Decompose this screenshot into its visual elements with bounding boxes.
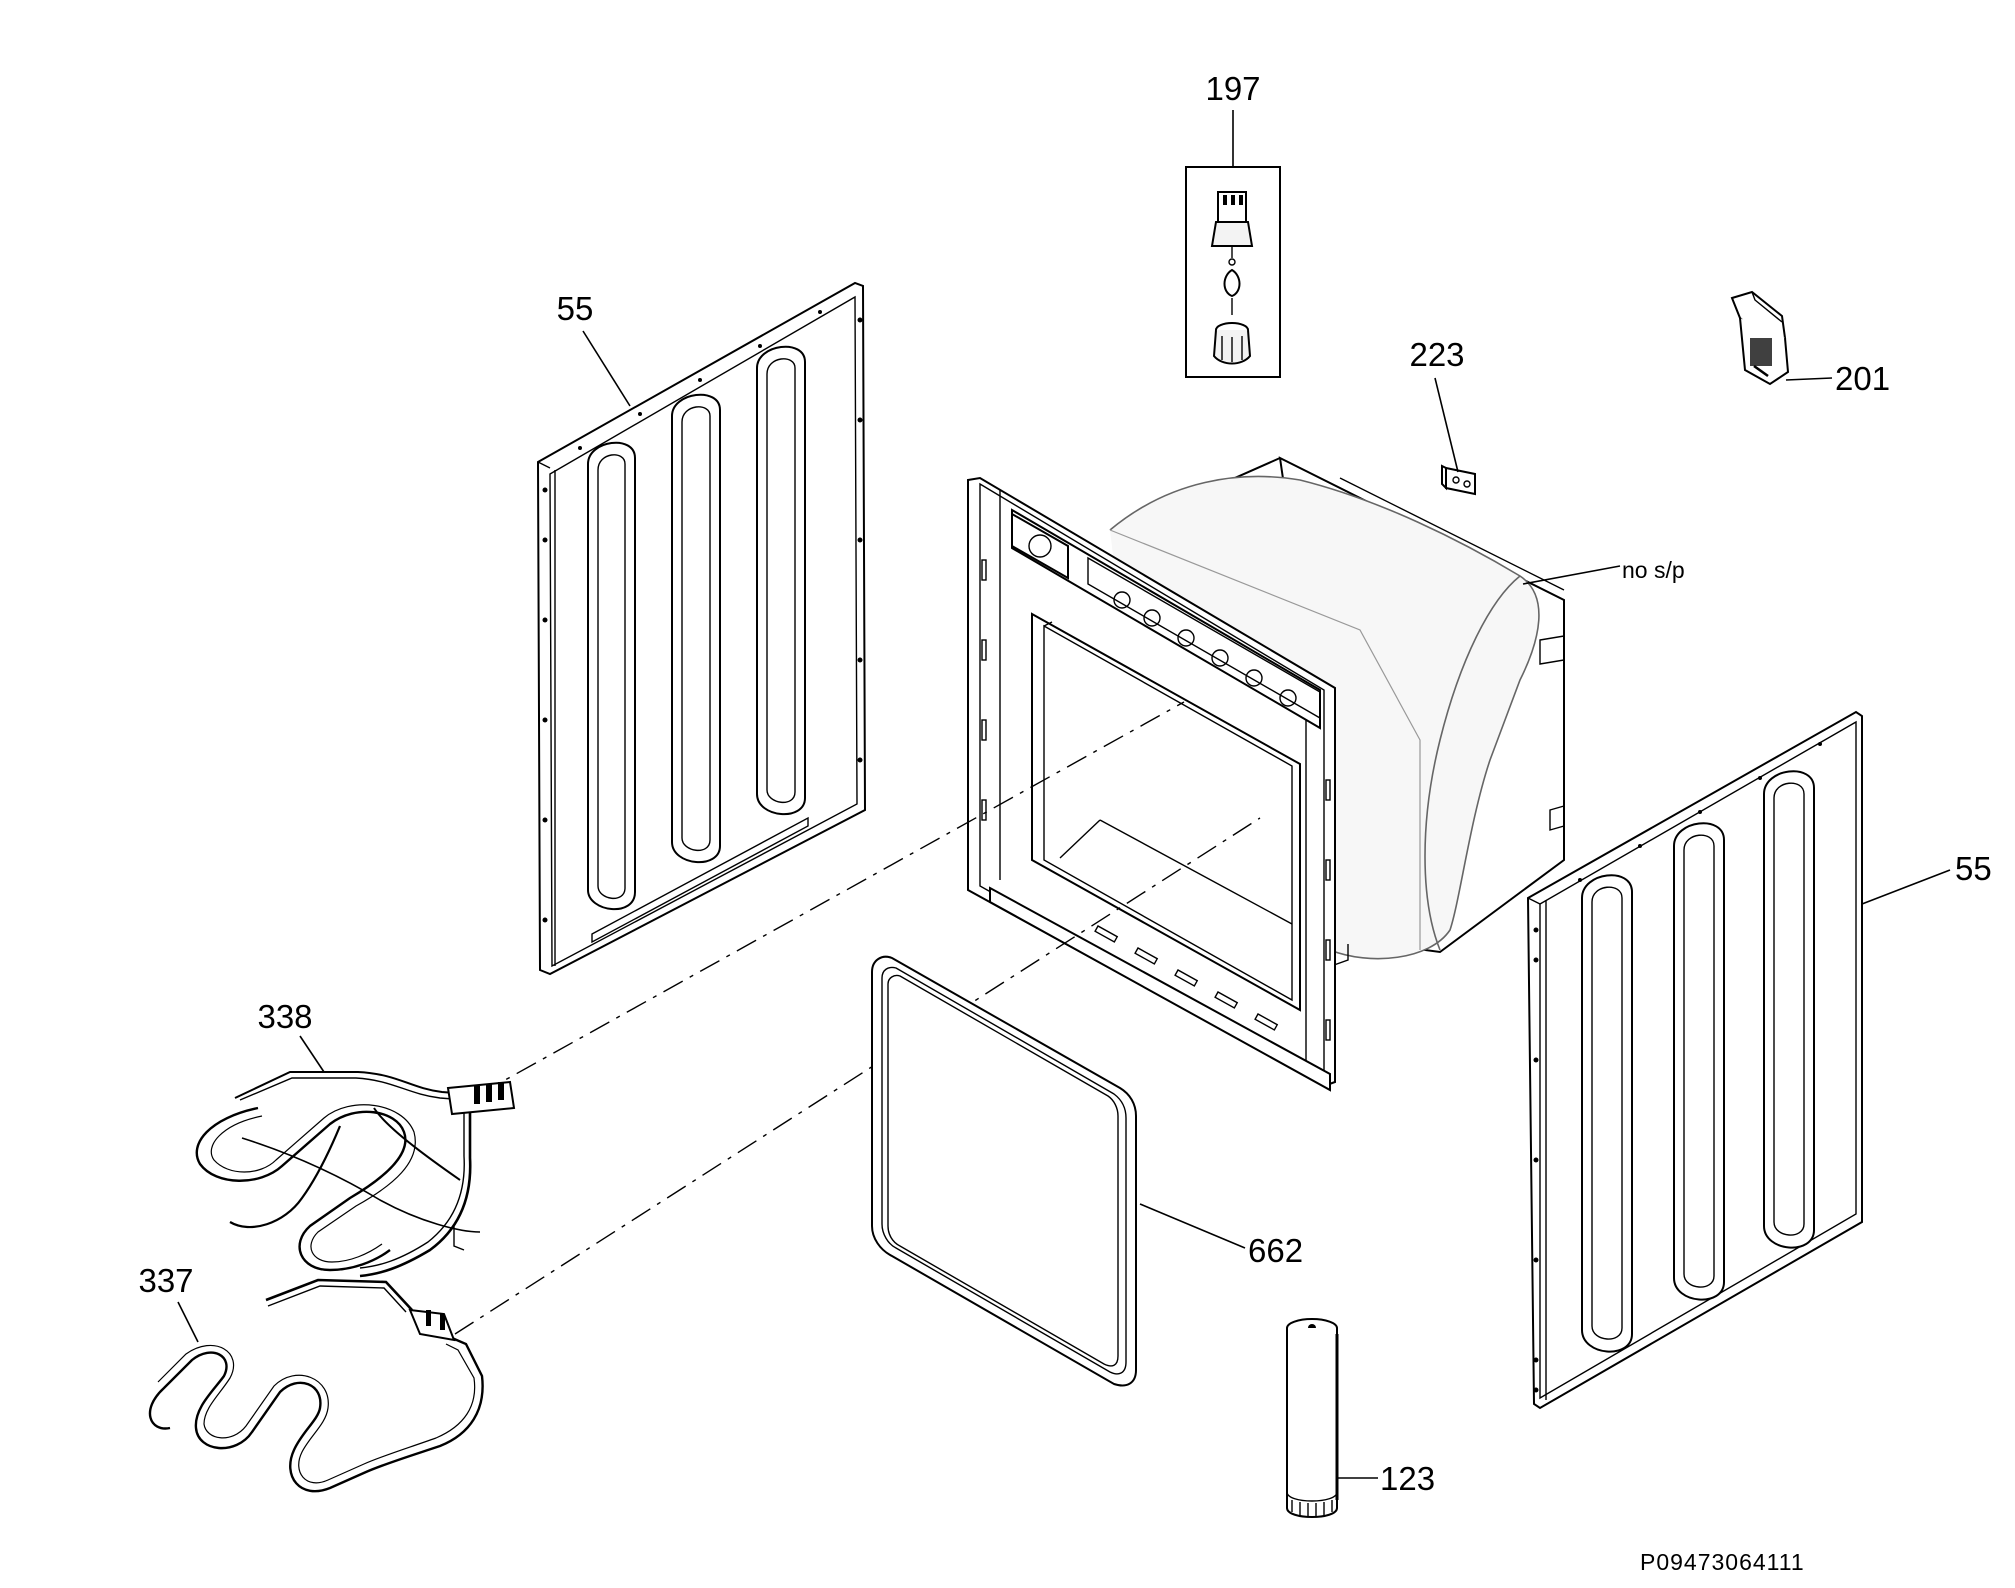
label-201: 201 <box>1835 360 1890 397</box>
label-662: 662 <box>1248 1232 1303 1269</box>
label-123: 123 <box>1380 1460 1435 1497</box>
label-337: 337 <box>138 1262 193 1299</box>
label-55-left: 55 <box>557 290 594 327</box>
part-662-door-gasket[interactable] <box>871 955 1246 1387</box>
part-123-cylinder[interactable] <box>1286 1318 1378 1518</box>
label-338: 338 <box>257 998 312 1035</box>
part-55-right-side-panel[interactable] <box>1526 710 1951 1410</box>
part-338-grill-element[interactable] <box>195 1035 516 1278</box>
part-197-lamp-assembly[interactable] <box>1185 110 1281 378</box>
label-no-sp: no s/p <box>1622 557 1685 583</box>
part-337-heating-element[interactable] <box>148 1278 484 1493</box>
front-frame <box>967 476 1336 1092</box>
label-197: 197 <box>1205 70 1260 107</box>
drawing-code: P09473064111 <box>1640 1549 1805 1575</box>
part-55-left-side-panel[interactable] <box>536 281 867 976</box>
label-55-right: 55 <box>1955 850 1992 887</box>
part-223-bracket[interactable] <box>1434 377 1476 496</box>
assembly-lines <box>454 701 1261 1335</box>
label-223: 223 <box>1409 336 1464 373</box>
part-201-switch[interactable] <box>1730 290 1833 386</box>
